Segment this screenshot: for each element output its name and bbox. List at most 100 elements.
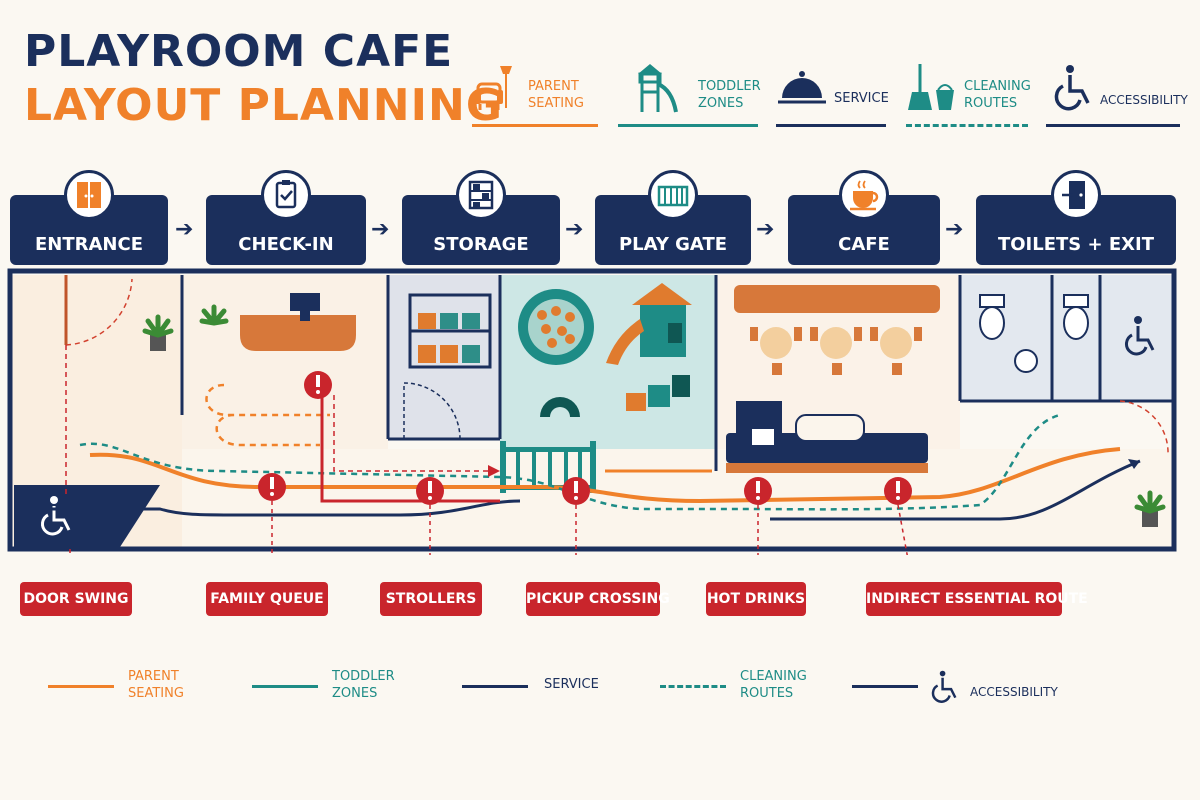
legend-bottom-service: SERVICE [462, 668, 622, 708]
warning-icon [258, 473, 286, 501]
legend-label: ROUTES [740, 686, 794, 701]
monitor-icon [290, 293, 320, 311]
warning-icon [562, 477, 590, 505]
legend-label: ACCESSIBILITY [970, 685, 1058, 699]
legend-line [660, 685, 726, 688]
legend-service: SERVICE [776, 60, 889, 130]
step-label: CHECK-IN [238, 234, 334, 255]
leader-lines [69, 501, 908, 555]
warning-icon [884, 477, 912, 505]
warning-icon [744, 477, 772, 505]
step-label: TOILETS + EXIT [997, 234, 1155, 255]
step-check-in: CHECK-IN [206, 170, 366, 265]
issue-tag-hot-drinks: HOT DRINKS [706, 582, 806, 616]
gate-icon [648, 170, 698, 220]
legend-parent-seating: PARENT SEATING [472, 60, 598, 130]
issue-tag-strollers: STROLLERS [380, 582, 482, 616]
coffee-cup-icon [839, 170, 889, 220]
arrow-icon: ➔ [175, 217, 194, 242]
page-title: PLAYROOM CAFE [24, 26, 454, 77]
step-label: STORAGE [433, 234, 529, 255]
legend-label: PARENT [128, 669, 179, 684]
check-in-desk [240, 315, 356, 351]
issue-tag-door-swing: DOOR SWING [20, 582, 132, 616]
legend-label: ZONES [332, 686, 378, 701]
step-label: PLAY GATE [618, 234, 728, 255]
step-entrance: ENTRANCE [10, 170, 168, 265]
route-parent-seating [89, 447, 1121, 504]
legend-label: ACCESSIBILITY [1100, 93, 1188, 107]
issue-tag-indirect-essential-route: INDIRECT ESSENTIAL ROUTE [866, 582, 1088, 616]
plant-icon [142, 314, 174, 351]
toilet-left [960, 275, 1052, 401]
legend-label: ZONES [698, 96, 744, 111]
legend-label: CLEANING [740, 669, 807, 684]
wheelchair-icon [1054, 65, 1090, 111]
legend-cleaning-routes: CLEANING ROUTES [906, 60, 1031, 130]
cup-icon [752, 429, 774, 445]
arrow-icon: ➔ [371, 217, 390, 242]
cloche-icon [778, 71, 826, 104]
broom-bucket-icon [908, 64, 954, 110]
legend-label: TODDLER [698, 79, 761, 94]
play-structure [606, 283, 692, 365]
legend-bottom-accessibility: ACCESSIBILITY [852, 668, 1072, 708]
legend-toddler-zones: TODDLER ZONES [618, 60, 761, 130]
arrow-icon: ➔ [565, 217, 584, 242]
warning-icon [304, 371, 332, 399]
issue-tag-pickup-crossing: PICKUP CROSSING [526, 582, 670, 616]
process-steps: ENTRANCE ➔ CHECK-IN ➔ STORAGE ➔ [0, 170, 1200, 265]
exit-door-icon [1051, 170, 1101, 220]
warning-icon [416, 477, 444, 505]
cafe-bench [734, 285, 940, 313]
wheelchair-icon [1124, 316, 1155, 356]
service-counter [726, 433, 928, 463]
legend-line [618, 124, 758, 127]
cafe-tables [750, 327, 922, 375]
legend-line [1046, 124, 1180, 127]
legend-label: SEATING [528, 96, 584, 111]
wheelchair-icon [40, 496, 71, 536]
legend-line [776, 124, 886, 127]
route-cleaning [79, 413, 1061, 511]
legend-bottom-cleaning-routes: CLEANING ROUTES [660, 668, 840, 708]
door-icon [64, 170, 114, 220]
toilet-icon [979, 294, 1005, 340]
legend-line [906, 124, 1028, 127]
legend-line [462, 685, 528, 688]
arrow-icon: ➔ [945, 217, 964, 242]
page-subtitle: LAYOUT PLANNING [24, 80, 503, 131]
outer-wall [7, 268, 1177, 552]
legend-line [48, 685, 114, 688]
step-play-gate: PLAY GATE [595, 170, 751, 265]
plant-icon [199, 304, 229, 326]
issue-tag-family-queue: FAMILY QUEUE [206, 582, 328, 616]
clipboard-icon [261, 170, 311, 220]
tunnel [540, 397, 580, 417]
toilet-icon [1063, 294, 1089, 340]
route-accessibility [770, 459, 1141, 521]
step-cafe: CAFE [788, 170, 940, 265]
shelves-icon [456, 170, 506, 220]
step-toilets-exit: TOILETS + EXIT [976, 170, 1176, 265]
slide-icon [638, 64, 678, 113]
sink-icon [1014, 349, 1038, 373]
accessible-toilet [1100, 275, 1172, 401]
legend-label: PARENT [528, 79, 579, 94]
step-label: CAFE [838, 234, 890, 255]
soft-blocks [626, 375, 690, 411]
legend-line [472, 124, 598, 127]
route-service [20, 499, 521, 517]
legend-label: ROUTES [964, 96, 1018, 111]
floor-plan [7, 268, 1177, 555]
step-storage: STORAGE [402, 170, 560, 265]
legend-label: CLEANING [964, 79, 1031, 94]
pastry-case [795, 414, 865, 442]
plant-icon [1134, 490, 1166, 527]
route-red [320, 395, 500, 503]
legend-label: SERVICE [544, 677, 599, 692]
step-label: ENTRANCE [35, 234, 143, 255]
legend-bottom-parent-seating: PARENT SEATING [48, 668, 228, 708]
legend-accessibility: ACCESSIBILITY [1046, 60, 1188, 130]
legend-label: SEATING [128, 686, 184, 701]
